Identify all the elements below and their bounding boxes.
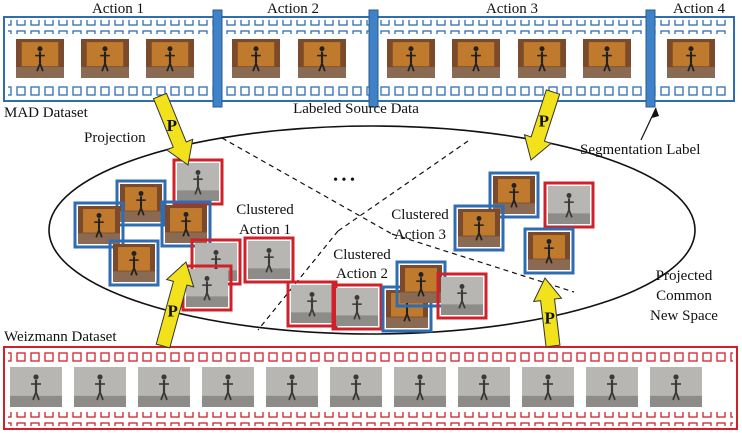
source-frame-8	[518, 39, 566, 78]
cluster-frame-13	[436, 272, 488, 320]
cluster-frame-17	[523, 227, 575, 275]
source-frame-1	[16, 39, 64, 78]
segmentation-bar-2	[368, 9, 379, 108]
projected-space-label-line-1: Projected	[656, 268, 713, 284]
source-frame-6	[387, 39, 435, 78]
cluster-1-label-line-1: Clustered	[236, 202, 294, 218]
target-frame-3	[138, 367, 190, 407]
projection-arrow-3: P	[155, 261, 195, 349]
projection-label: Projection	[84, 130, 146, 146]
target-frame-11	[650, 367, 702, 407]
source-film-strip	[3, 9, 735, 108]
cluster-frame-10	[331, 283, 383, 331]
action-label-2: Action 2	[267, 1, 319, 17]
ellipsis: • • •	[333, 173, 355, 188]
cluster-frame-8	[181, 264, 233, 312]
source-frame-7	[452, 39, 500, 78]
target-frame-2	[74, 367, 126, 407]
cluster-3-label-line-1: Clustered	[391, 207, 449, 223]
projection-arrows: P P P P	[152, 89, 563, 349]
source-frame-3	[146, 39, 194, 78]
cluster-frame-16	[453, 204, 505, 252]
cluster-frame-9	[286, 280, 338, 328]
projected-space-label-line-3: New Space	[650, 308, 718, 324]
cluster-2-label-line-1: Clustered	[333, 247, 391, 263]
cluster-frame-2	[115, 179, 167, 227]
segmentation-label: Segmentation Label	[580, 142, 700, 158]
target-frame-7	[394, 367, 446, 407]
projection-arrow-label: P	[167, 302, 177, 321]
projection-arrow-label: P	[167, 116, 177, 135]
target-frame-9	[522, 367, 574, 407]
cluster-3-label-line-2: Action 3	[394, 227, 446, 243]
cluster-frame-4	[160, 200, 212, 248]
target-frame-1	[10, 367, 62, 407]
mad-dataset-label: MAD Dataset	[4, 105, 89, 121]
cluster-frame-12	[395, 260, 447, 308]
projected-space-label-line-2: Common	[656, 288, 712, 304]
target-film-strip	[3, 346, 738, 430]
cluster-frame-7	[243, 236, 295, 284]
cluster-frame-5	[108, 239, 160, 287]
action-label-1: Action 1	[92, 1, 144, 17]
source-frame-2	[81, 39, 129, 78]
action-label-3: Action 3	[486, 1, 538, 17]
target-frame-8	[458, 367, 510, 407]
source-frames	[16, 39, 715, 78]
source-frame-9	[583, 39, 631, 78]
target-frames	[10, 367, 702, 407]
target-frame-4	[202, 367, 254, 407]
action-label-4: Action 4	[673, 1, 726, 17]
cluster-1-label-line-2: Action 1	[239, 222, 291, 238]
segmentation-pointer-arrow	[640, 107, 657, 141]
labeled-source-label: Labeled Source Data	[293, 101, 419, 117]
projection-arrow-label: P	[544, 308, 554, 327]
common-space-ellipse	[48, 125, 696, 335]
source-frame-4	[232, 39, 280, 78]
segmentation-bar-1	[212, 9, 223, 108]
cluster-frame-14	[488, 171, 540, 219]
projection-arrow-4: P	[532, 277, 563, 348]
source-frame-5	[298, 39, 346, 78]
target-frame-6	[330, 367, 382, 407]
cluster-frame-1	[172, 158, 224, 206]
cluster-frame-3	[73, 201, 125, 249]
segmentation-bar-3	[645, 9, 656, 108]
clustered-frames	[73, 158, 595, 333]
weizmann-dataset-label: Weizmann Dataset	[4, 329, 117, 345]
target-frame-10	[586, 367, 638, 407]
projection-arrow-label: P	[539, 112, 549, 131]
projection-arrow-1: P	[152, 92, 194, 166]
cluster-2-label-line-2: Action 2	[336, 266, 388, 282]
target-frame-5	[266, 367, 318, 407]
source-frame-10	[667, 39, 715, 78]
projection-arrow-2: P	[523, 89, 561, 161]
cluster-frame-15	[543, 181, 595, 229]
